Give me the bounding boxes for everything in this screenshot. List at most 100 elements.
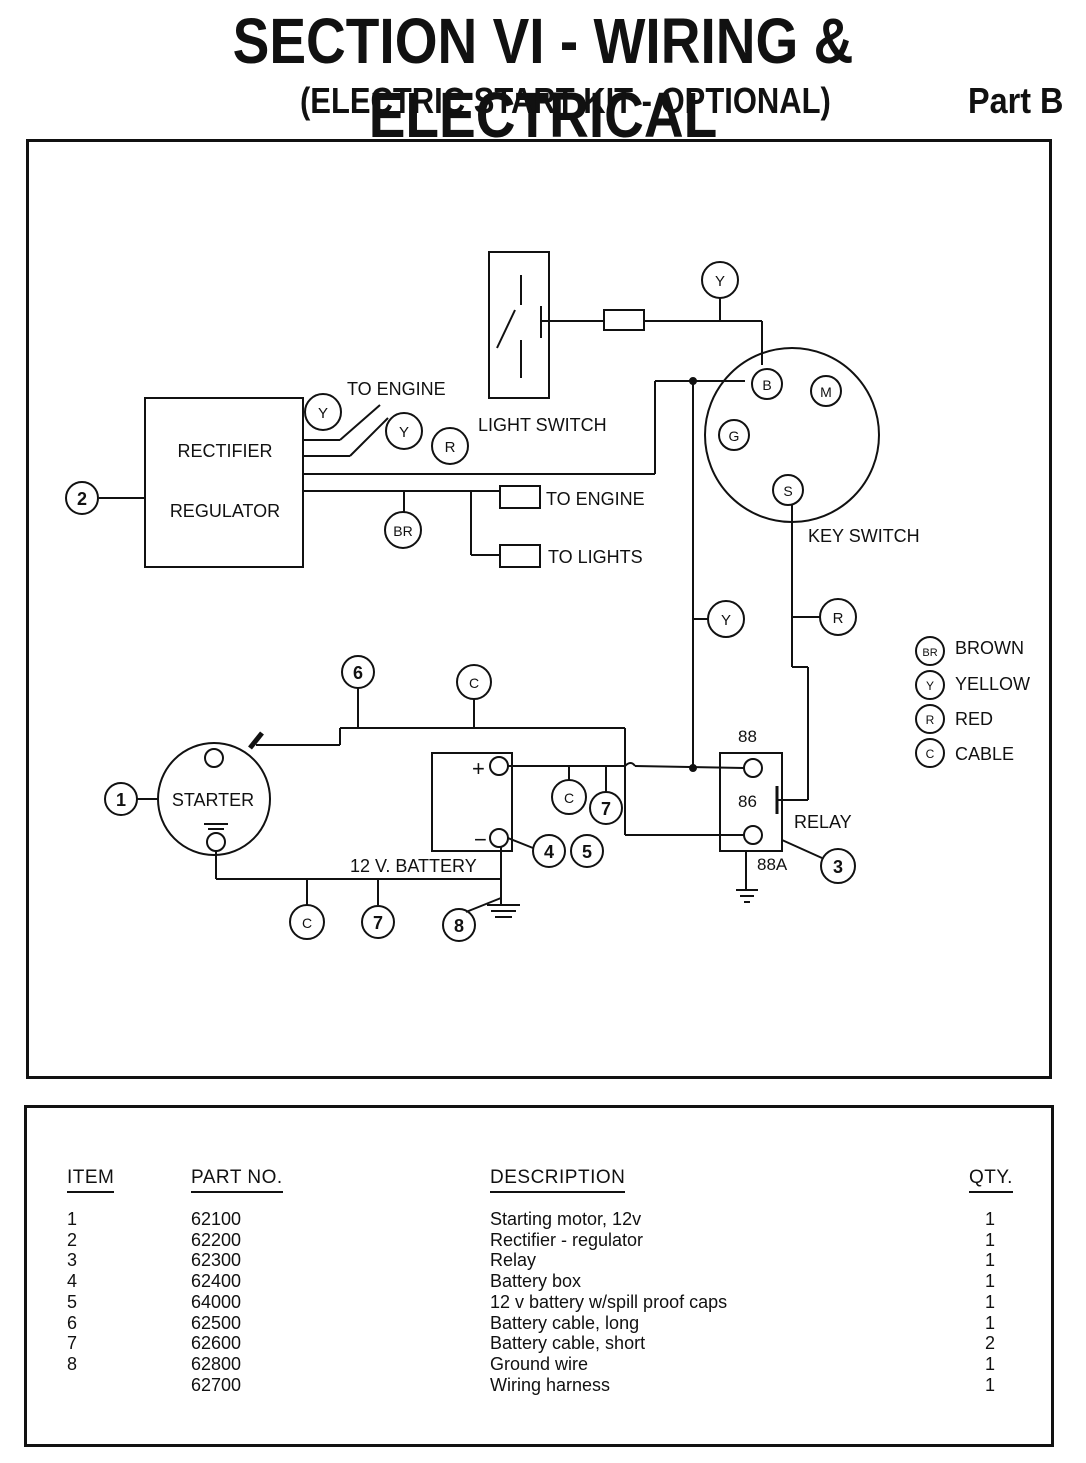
svg-text:1: 1 <box>116 790 126 810</box>
col-header-qty: QTY. <box>969 1167 1013 1193</box>
relay-86-label: 86 <box>738 792 757 811</box>
wire-code-y-top <box>701 261 739 299</box>
wire-code-c-bottom <box>289 904 325 940</box>
callout-6 <box>341 655 375 689</box>
key-terminal-b <box>751 368 783 400</box>
relay-label: RELAY <box>794 812 852 832</box>
svg-text:C: C <box>469 675 479 691</box>
table-cell-item: 8 <box>67 1353 78 1374</box>
table-cell-description: Battery cable, long <box>490 1312 640 1333</box>
table-cell-item: 6 <box>67 1312 78 1333</box>
table-cell-part-no: 62500 <box>191 1312 242 1333</box>
svg-text:C: C <box>302 915 312 931</box>
color-legend: BR BROWN Y YELLOW R RED C CABLE <box>915 636 1030 768</box>
svg-text:R: R <box>833 610 844 627</box>
svg-text:6: 6 <box>353 663 363 683</box>
wire-code-br <box>384 511 422 549</box>
wire-code-r-mid <box>819 598 857 636</box>
svg-text:8: 8 <box>454 916 464 936</box>
part-label: Part B <box>968 80 1064 121</box>
col-header-description: DESCRIPTION <box>490 1167 626 1193</box>
svg-text:Y: Y <box>318 405 328 422</box>
table-cell-item: 5 <box>67 1291 78 1312</box>
table-cell-part-no: 62300 <box>191 1250 242 1271</box>
col-header-item: ITEM <box>67 1167 115 1193</box>
rectifier-label: RECTIFIER <box>177 441 272 461</box>
battery-label: 12 V. BATTERY <box>350 856 477 876</box>
table-cell-description: 12 v battery w/spill proof caps <box>490 1291 728 1312</box>
callout-8 <box>442 908 476 942</box>
wire-code-r1 <box>431 427 469 465</box>
wiring-diagram: RECTIFIER REGULATOR 2 TO ENGINE Y Y R BR… <box>65 251 1030 942</box>
svg-text:BR: BR <box>393 523 412 539</box>
table-cell-description: Rectifier - regulator <box>490 1229 644 1250</box>
table-cell-item: 3 <box>67 1250 78 1271</box>
table-cell-qty: 1 <box>985 1312 996 1333</box>
callout-3 <box>820 848 856 884</box>
callout-7b <box>361 905 395 939</box>
to-engine-top-label: TO ENGINE <box>347 379 446 399</box>
svg-text:BR: BR <box>922 647 937 659</box>
table-cell-part-no: 62200 <box>191 1229 242 1250</box>
wire-code-y2 <box>385 412 423 450</box>
legend-yellow: YELLOW <box>955 674 1030 694</box>
table-cell-part-no: 62100 <box>191 1209 242 1229</box>
rectifier-regulator-box <box>144 397 304 568</box>
svg-text:S: S <box>783 483 792 499</box>
svg-text:2: 2 <box>77 489 87 509</box>
light-switch-label: LIGHT SWITCH <box>478 415 607 435</box>
svg-text:R: R <box>926 713 935 727</box>
battery-plus: + <box>472 756 485 781</box>
table-cell-qty: 1 <box>985 1374 996 1395</box>
col-header-part-no: PART NO. <box>191 1167 283 1193</box>
table-cell-description: Battery box <box>490 1271 582 1292</box>
table-cell-qty: 2 <box>985 1333 996 1354</box>
table-cell-qty: 1 <box>985 1353 996 1374</box>
callout-4 <box>532 834 566 868</box>
svg-text:M: M <box>820 384 832 400</box>
key-terminal-g <box>718 419 750 451</box>
table-cell-description: Wiring harness <box>490 1374 611 1395</box>
table-cell-qty: 1 <box>985 1271 996 1292</box>
table-cell-qty: 1 <box>985 1209 996 1229</box>
svg-text:7: 7 <box>373 913 383 933</box>
table-cell-part-no: 64000 <box>191 1291 242 1312</box>
wire-code-c-top <box>456 664 492 700</box>
table-cell-part-no: 62400 <box>191 1271 242 1292</box>
light-switch-box <box>488 251 550 399</box>
relay-box <box>719 752 783 852</box>
callout-7a <box>589 791 623 825</box>
page-title: SECTION VI - WIRING & ELECTRICAL <box>232 5 854 151</box>
battery-minus: − <box>474 827 487 852</box>
wire-code-y1 <box>304 393 342 431</box>
table-cell-item: 1 <box>67 1209 78 1229</box>
legend-cable: CABLE <box>955 744 1014 764</box>
svg-text:G: G <box>729 428 740 444</box>
table-cell-description: Relay <box>490 1250 537 1271</box>
svg-text:Y: Y <box>926 679 934 693</box>
to-lights-connector <box>499 544 541 568</box>
page-subtitle: (ELECTRIC START KIT - OPTIONAL) <box>300 80 831 121</box>
wire-code-c-battery <box>551 779 587 815</box>
svg-text:7: 7 <box>601 799 611 819</box>
to-engine-connector <box>499 485 541 509</box>
to-lights-label: TO LIGHTS <box>548 547 643 567</box>
legend-red: RED <box>955 709 993 729</box>
key-terminal-m <box>810 375 842 407</box>
regulator-label: REGULATOR <box>170 501 280 521</box>
key-switch-label: KEY SWITCH <box>808 526 920 546</box>
table-cell-description: Ground wire <box>490 1353 589 1374</box>
svg-text:5: 5 <box>582 842 592 862</box>
table-cell-description: Starting motor, 12v <box>490 1209 642 1229</box>
table-cell-part-no: 62800 <box>191 1353 242 1374</box>
svg-text:Y: Y <box>721 612 731 629</box>
relay-88a-label: 88A <box>757 855 788 874</box>
svg-text:C: C <box>926 747 935 761</box>
key-terminal-s <box>772 474 804 506</box>
svg-text:Y: Y <box>399 424 409 441</box>
table-cell-item: 7 <box>67 1333 78 1354</box>
callout-1 <box>104 782 138 816</box>
table-cell-qty: 1 <box>985 1229 996 1250</box>
svg-text:B: B <box>762 377 771 393</box>
wire-code-y-mid <box>707 600 745 638</box>
